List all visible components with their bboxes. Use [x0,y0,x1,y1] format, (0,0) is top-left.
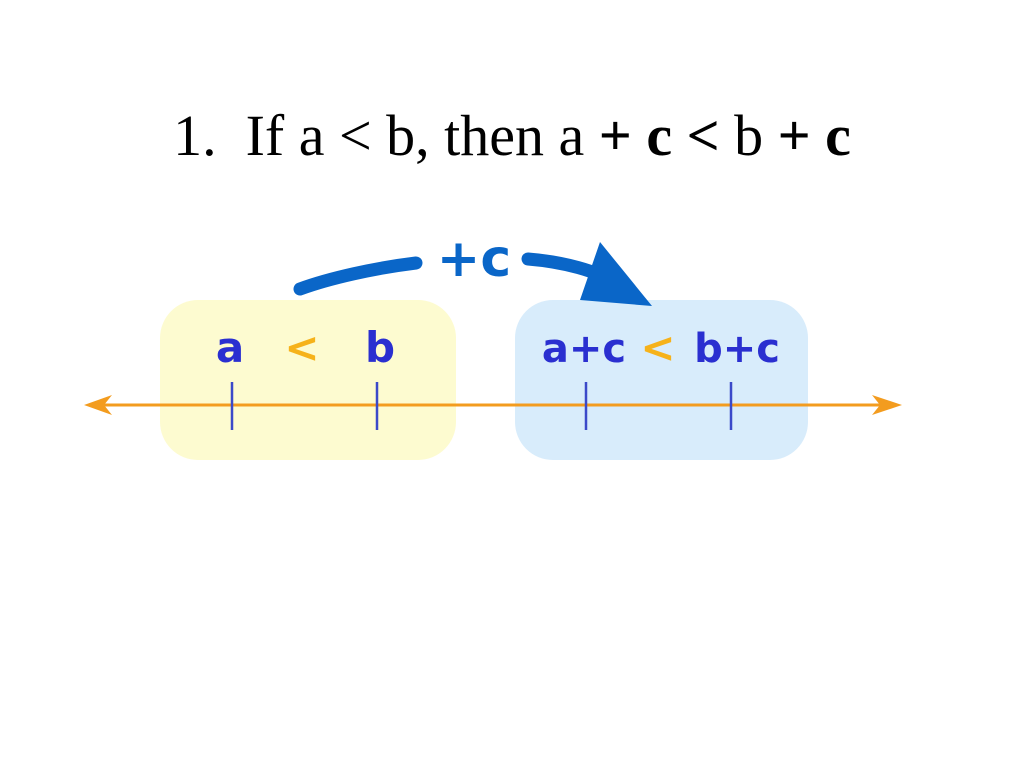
right-box [515,300,808,460]
translate-arrow-tail [293,256,423,296]
label-less-than-left: < [284,323,319,372]
slide-title: 1. If a < b, then a + c < b + c [0,100,1024,172]
title-number: 1. [173,103,217,168]
title-plus-c-1: + c [598,103,673,168]
title-less-than: < [686,103,720,168]
left-box [160,300,456,460]
label-b-plus-c: b+c [694,326,780,372]
number-line-right-arrowhead [872,395,902,415]
title-prefix: If a < b, then a [245,103,585,168]
label-a: a [216,323,244,372]
title-plus-c-2: + c [777,103,851,168]
label-a-plus-c: a+c [542,326,626,372]
translate-arrow-head-icon [580,242,652,306]
label-b: b [365,323,395,372]
number-line-left-arrowhead [84,395,112,415]
arrow-label-plus-c: +c [437,229,511,289]
label-less-than-right: < [640,323,675,372]
title-b: b [734,103,764,168]
